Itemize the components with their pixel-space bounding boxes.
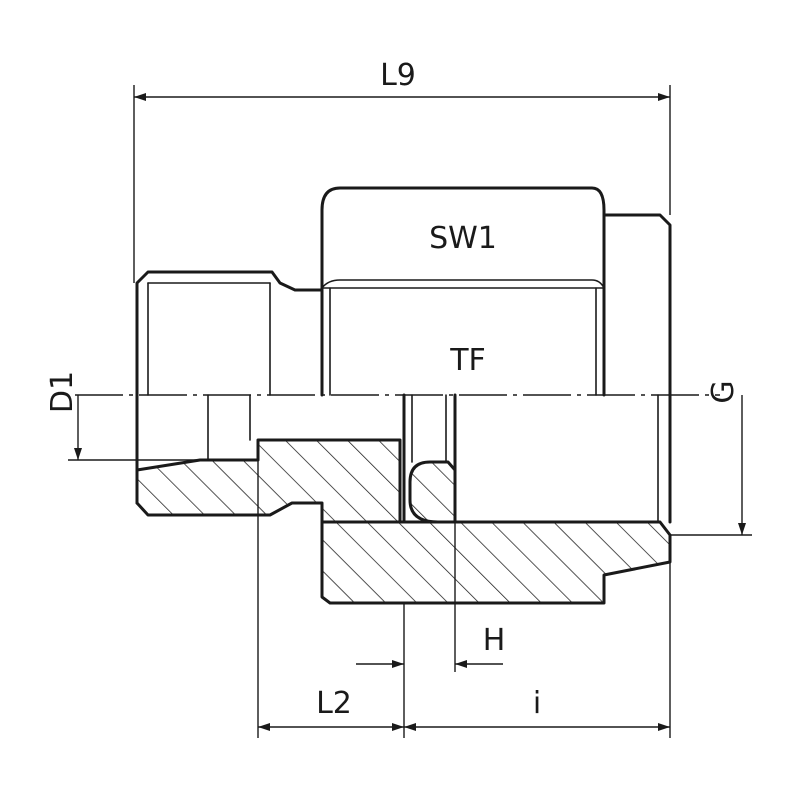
h-label: H — [483, 623, 506, 658]
l2-label: L2 — [316, 686, 352, 721]
section-view — [135, 438, 672, 605]
tf-label: TF — [449, 343, 486, 378]
dimension-l2: L2 — [257, 460, 404, 738]
l9-label: L9 — [380, 58, 416, 93]
d1-label: D1 — [45, 371, 80, 413]
dimension-i: i — [404, 562, 671, 738]
sw1-label: SW1 — [429, 221, 497, 256]
i-label: i — [533, 686, 541, 721]
g-label: G — [706, 380, 741, 403]
dimension-l9: L9 — [133, 58, 671, 283]
dimension-g: G — [670, 380, 752, 536]
dimension-d1: D1 — [45, 371, 200, 461]
dimension-h: H — [356, 470, 505, 738]
external-view: SW1 TF — [135, 186, 672, 524]
